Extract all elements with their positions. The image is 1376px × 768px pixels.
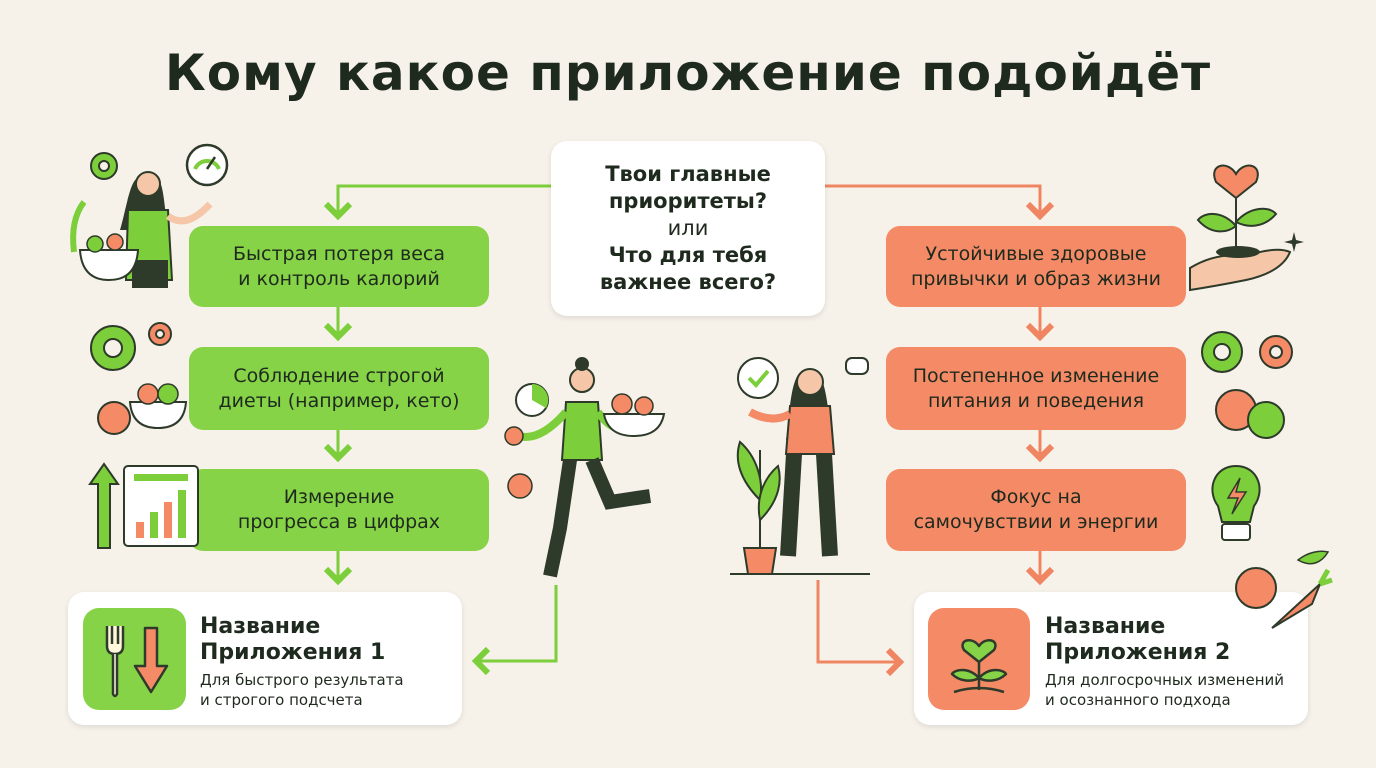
left-step-weight-loss: Быстрая потеря веса и контроль калорий [189,226,489,307]
fruit-bowl-icon [602,393,666,438]
salad-bowl-icon [70,200,140,282]
hand-heart-sprout-illustration [1189,164,1304,292]
gear-icon [148,322,172,346]
app-1-desc-line-2: и строгого подсчета [200,691,363,709]
left-step-2-line-1: Соблюдение строгой [233,364,445,387]
app-1-name-line-2: Приложения 1 [200,640,386,665]
left-step-2-line-2: диеты (например, кето) [218,389,460,412]
hand-icon [1189,246,1292,292]
app-1-name-line-1: Название [200,614,321,639]
app-card-1[interactable]: Название Приложения 1 Для быстрого резул… [68,592,462,725]
lightbulb-icon [1211,464,1261,541]
right-step-healthy-habits: Устойчивые здоровые привычки и образ жиз… [886,226,1186,307]
right-step-wellbeing-focus: Фокус на самочувствии и энергии [886,469,1186,551]
gear-icon [90,152,118,180]
app-2-desc-line-1: Для долгосрочных изменений [1045,671,1285,689]
question-line-1: Твои главные [605,162,771,186]
heart-sprout-icon [1196,164,1278,252]
sprout-heart-icon [950,638,1008,694]
left-step-3-line-2: прогресса в цифрах [237,511,441,533]
question-line-2: приоритеты? [608,189,768,213]
apple-icon [507,473,533,499]
checkmark-icon [737,357,779,399]
up-arrow-icon [88,462,120,549]
left-step-strict-diet: Соблюдение строгой диеты (например, кето… [189,347,489,430]
app-2-name: Название Приложения 2 [1045,614,1230,666]
app-1-desc-line-1: Для быстрого результата [200,671,404,689]
gear-icon [90,325,136,371]
app-2-name-line-1: Название [1045,614,1166,639]
question-or: или [667,216,709,240]
woman-salad-illustration [70,143,229,288]
standing-woman-illustration [730,357,870,575]
progress-chart-illustration [88,462,199,549]
left-step-1-line-1: Быстрая потеря веса [232,242,446,265]
fork-icon [105,626,125,698]
right-step-1-line-2: привычки и образ жизни [910,267,1162,290]
app-1-description: Для быстрого результата и строгого подсч… [200,670,404,710]
sparkle-icon [1284,232,1304,252]
connector-person-to-app2 [816,580,905,677]
gears-apples-illustration [1201,331,1293,439]
leaf-icon [1296,550,1330,565]
gears-fruit-illustration [90,322,188,435]
right-step-gradual-change: Постепенное изменение питания и поведени… [886,347,1186,430]
potted-plant-icon [736,440,781,575]
question-line-4: Что для тебя [608,243,768,267]
apple-icon [504,426,524,446]
app-2-desc-line-2: и осознанного подхода [1045,691,1231,709]
left-step-progress-numbers: Измерение прогресса в цифрах [189,469,489,551]
apple-icon [1235,567,1277,609]
priority-question-box: Твои главные приоритеты? или Что для теб… [551,141,825,316]
gear-icon [1259,335,1293,369]
app-card-2[interactable]: Название Приложения 2 Для долгосрочных и… [914,592,1308,725]
app-1-name: Название Приложения 1 [200,614,385,666]
right-step-2-line-2: питания и поведения [927,389,1145,412]
lightbulb-illustration [1211,464,1261,541]
gauge-icon [185,143,229,187]
bar-chart-icon [123,465,199,547]
app-2-icon [928,608,1030,710]
connector-center-to-left [323,184,551,221]
running-woman-illustration [504,357,666,578]
connector-person-to-app1 [471,585,558,676]
pie-chart-icon [515,383,549,417]
app-2-name-line-2: Приложения 2 [1045,640,1231,665]
question-line-5: важнее всего? [599,270,777,294]
carrot-icon [1271,568,1333,629]
right-step-2-line-1: Постепенное изменение [912,364,1160,387]
right-step-1-line-1: Устойчивые здоровые [925,242,1147,265]
fruit-bowl-icon [97,383,188,435]
app-2-description: Для долгосрочных изменений и осознанного… [1045,670,1284,710]
apple-carrot-illustration [1235,550,1333,629]
gear-icon [1201,331,1243,373]
page-title: Кому какое приложение подойдёт [164,44,1212,102]
connector-center-to-right [825,184,1055,221]
left-step-1-line-2: и контроль калорий [238,267,440,290]
left-step-3-line-1: Измерение [283,486,395,508]
down-arrow-icon [133,626,169,694]
apple-icon [1247,401,1285,439]
right-step-3-line-2: самочувствии и энергии [913,511,1159,533]
speech-bubble-icon [845,357,869,375]
right-step-3-line-1: Фокус на [990,486,1082,508]
app-1-icon [83,608,186,710]
woman-figure [120,171,213,288]
